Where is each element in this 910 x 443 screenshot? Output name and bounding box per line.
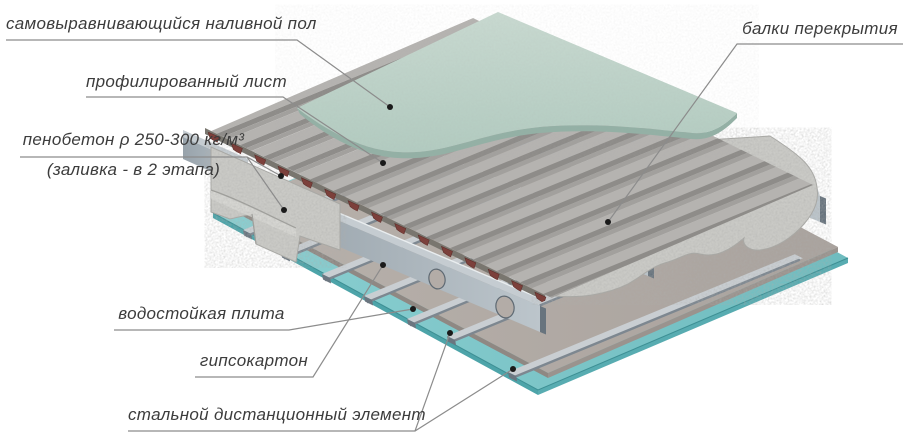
label-profiled-sheet: профилированный лист bbox=[86, 72, 287, 91]
label-steel-spacer: стальной дистанционный элемент bbox=[128, 405, 426, 424]
label-waterproof-board: водостойкая плита bbox=[118, 304, 285, 323]
label-foam-concrete-line2: (заливка - в 2 этапа) bbox=[46, 160, 221, 179]
self-leveling-floor bbox=[297, 12, 737, 159]
label-self-leveling-floor: самовыравнивающийся наливной пол bbox=[6, 14, 317, 33]
profiled-sheet bbox=[204, 18, 813, 302]
foam-concrete-left bbox=[210, 146, 341, 263]
label-drywall: гипсокартон bbox=[199, 351, 309, 370]
label-floor-beams: балки перекрытия bbox=[742, 19, 898, 38]
label-foam-concrete-line1: пенобетон ρ 250-300 кг/м³ bbox=[22, 130, 245, 149]
callout-dots bbox=[278, 104, 611, 372]
